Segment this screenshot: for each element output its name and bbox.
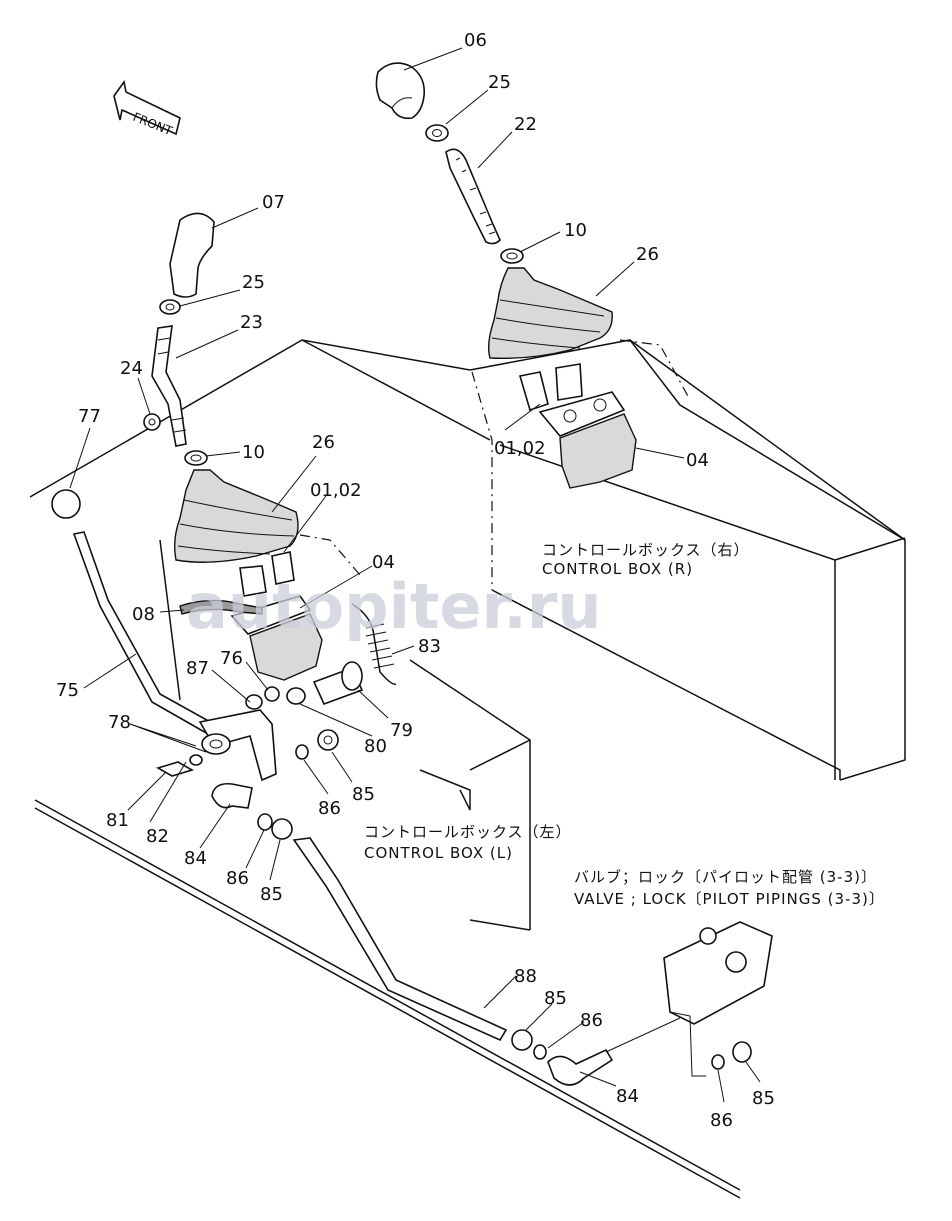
washer-86-pipe [533, 1044, 547, 1060]
lock-valve [663, 921, 773, 1077]
front-arrow-icon: FRONT [113, 80, 181, 138]
part-label: 78 [108, 712, 131, 733]
boot-26-right [487, 267, 613, 359]
part-label: 08 [132, 604, 155, 625]
part-label: 81 [106, 810, 129, 831]
part-label: 76 [220, 648, 243, 669]
caption-right-box-en: CONTROL BOX (R) [542, 560, 693, 578]
part-label: 10 [564, 220, 587, 241]
part-label: 86 [710, 1110, 733, 1131]
part-label: 01,02 [310, 480, 362, 501]
part-label: 77 [78, 406, 101, 427]
caption-valve-en: VALVE ; LOCK〔PILOT PIPINGS (3-3)〕 [574, 890, 885, 908]
washers-80-76 [245, 686, 306, 710]
valve-04-right [518, 363, 637, 489]
part-label: 06 [464, 30, 487, 51]
nut-10-right [500, 248, 524, 264]
control-box-left-outline [29, 339, 741, 1199]
part-label: 80 [364, 736, 387, 757]
part-label: 22 [514, 114, 537, 135]
caption-right-box-jp: コントロールボックス（右） [542, 541, 750, 559]
control-box-right-outline [469, 339, 906, 781]
washer-86-mid [295, 744, 309, 760]
lever-23 [151, 325, 187, 447]
part-label: 10 [242, 442, 265, 463]
part-label: 04 [372, 552, 395, 573]
nut-85-pipe [511, 1029, 533, 1051]
part-label: 07 [262, 192, 285, 213]
pipe-88 [292, 837, 508, 1042]
part-label: 25 [242, 272, 265, 293]
leader-lines [69, 47, 761, 1103]
caption-valve-jp: バルブ；ロック〔パイロット配管 (3-3)〕 [574, 868, 877, 886]
boot-26-left [173, 469, 299, 563]
pin-79 [312, 661, 364, 706]
part-label: 23 [240, 312, 263, 333]
part-label: 85 [352, 784, 375, 805]
knob-06 [375, 62, 426, 120]
part-label: 88 [514, 966, 537, 987]
lever-22 [445, 148, 501, 245]
part-label: 85 [260, 884, 283, 905]
knob-07 [169, 212, 215, 298]
part-label: 25 [488, 72, 511, 93]
part-label: 01,02 [494, 438, 546, 459]
part-label: 84 [616, 1086, 639, 1107]
ring-24 [143, 413, 161, 431]
nut-10-left [184, 450, 208, 466]
spring-83 [351, 603, 397, 685]
part-label: 84 [184, 848, 207, 869]
caption-left-box-en: CONTROL BOX (L) [364, 844, 513, 862]
part-label: 83 [418, 636, 441, 657]
nut-25-right [425, 124, 449, 142]
washer-86-left [257, 813, 273, 831]
bracket-assembly [198, 709, 277, 782]
part-label: 86 [226, 868, 249, 889]
nut-85-mid [317, 729, 339, 751]
valve-04-left [230, 551, 323, 681]
part-label: 26 [312, 432, 335, 453]
handle-08 [179, 599, 263, 615]
part-label: 24 [120, 358, 143, 379]
elbow-84-left [211, 782, 253, 809]
part-label: 75 [56, 680, 79, 701]
watermark: autopiter.ru [186, 570, 602, 643]
part-label: 04 [686, 450, 709, 471]
nut-25-left [159, 299, 181, 315]
caption-left-box-jp: コントロールボックス（左） [364, 823, 572, 841]
part-label: 26 [636, 244, 659, 265]
part-label: 86 [580, 1010, 603, 1031]
part-label: 87 [186, 658, 209, 679]
elbow-84-right [547, 1048, 614, 1086]
part-label: 79 [390, 720, 413, 741]
part-label: 82 [146, 826, 169, 847]
part-label: 85 [752, 1088, 775, 1109]
nut-85-left [271, 818, 293, 840]
part-label: 85 [544, 988, 567, 1009]
part-label: 86 [318, 798, 341, 819]
